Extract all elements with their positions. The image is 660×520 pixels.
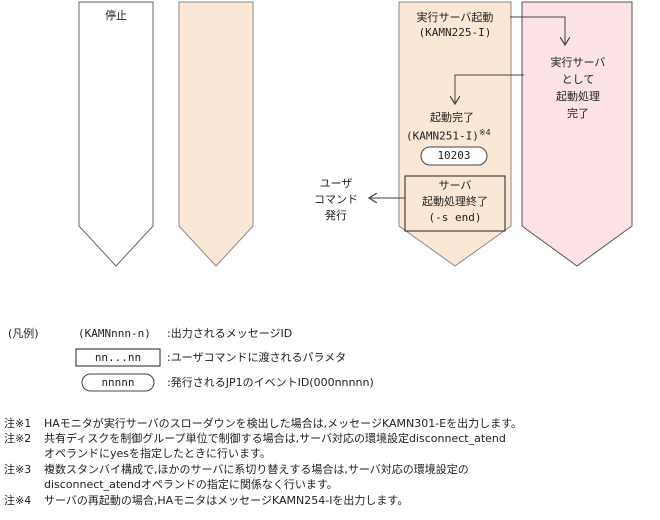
active-server-line1: 実行サーバ [550, 56, 606, 69]
peach-column-left [178, 1, 254, 267]
note2-line2: オペランドにyesを指定したときに行います。 [44, 447, 271, 460]
legend-event-pill [81, 373, 155, 392]
peach-column-active [398, 1, 512, 267]
start-complete-line2: (KAMN251-I) [406, 129, 479, 143]
start-complete-line2-wrap: (KAMN251-I)※4 [406, 126, 491, 144]
active-server-line3: 起動処理 [556, 90, 600, 103]
note4-marker: ※4 [478, 128, 491, 137]
note4-label: 注※4 [4, 494, 32, 507]
server-box-line1: サーバ [438, 179, 472, 192]
stopped-column [78, 1, 154, 267]
note1-line1: HAモニタが実行サーバのスローダウンを検出した場合は,メッセージKAMN301-… [44, 417, 523, 430]
note2-label: 注※2 [4, 432, 32, 445]
legend-event-sample: nnnnn [101, 376, 135, 389]
user-command-line1: ユーザ [319, 177, 353, 190]
server-box-line2: 起動処理終了 [422, 195, 488, 208]
pink-column-active-server [521, 1, 633, 267]
active-server-line2: として [561, 73, 595, 86]
note2-line1: 共有ディスクを制御グループ単位で制御する場合は,サーバ対応の環境設定discon… [44, 432, 506, 445]
event-id-text: 10203 [437, 149, 471, 162]
legend-param-sample: nn...nn [94, 351, 142, 364]
note3-label: 注※3 [4, 463, 32, 476]
active-server-line4: 完了 [567, 107, 589, 120]
user-command-line2: コマンド [314, 193, 358, 206]
server-box-line3: (-s end) [428, 211, 482, 224]
legend-message-desc: :出力されるメッセージID [167, 327, 293, 340]
user-command-line3: 発行 [325, 209, 347, 222]
legend-message-sample: (KAMNnnn-n) [78, 327, 151, 340]
note1-label: 注※1 [4, 417, 32, 430]
note3-line2: disconnect_atendオペランドの指定に関係なく行います。 [44, 478, 338, 491]
start-complete-line1: 起動完了 [430, 111, 474, 124]
note4-line1: サーバの再起動の場合,HAモニタはメッセージKAMN254-Iを出力します。 [44, 494, 409, 507]
server-box [404, 175, 506, 232]
stop-label: 停止 [105, 9, 127, 22]
arrow-start-to-active [510, 16, 565, 45]
arrow-active-to-complete [455, 74, 524, 104]
legend-event-desc: :発行されるJP1のイベントID(000nnnnn) [167, 376, 374, 389]
legend-title: (凡例) [8, 327, 39, 340]
event-id-pill [420, 146, 488, 166]
note3-line1: 複数スタンバイ構成で,ほかのサーバに系切り替えする場合は,サーバ対応の環境設定の [44, 463, 469, 476]
active-start-line2: (KAMN225-I) [418, 26, 492, 39]
active-start-line1: 実行サーバ起動 [416, 11, 494, 24]
legend-param-box [75, 348, 161, 367]
legend-param-desc: :ユーザコマンドに渡されるパラメタ [167, 351, 347, 364]
